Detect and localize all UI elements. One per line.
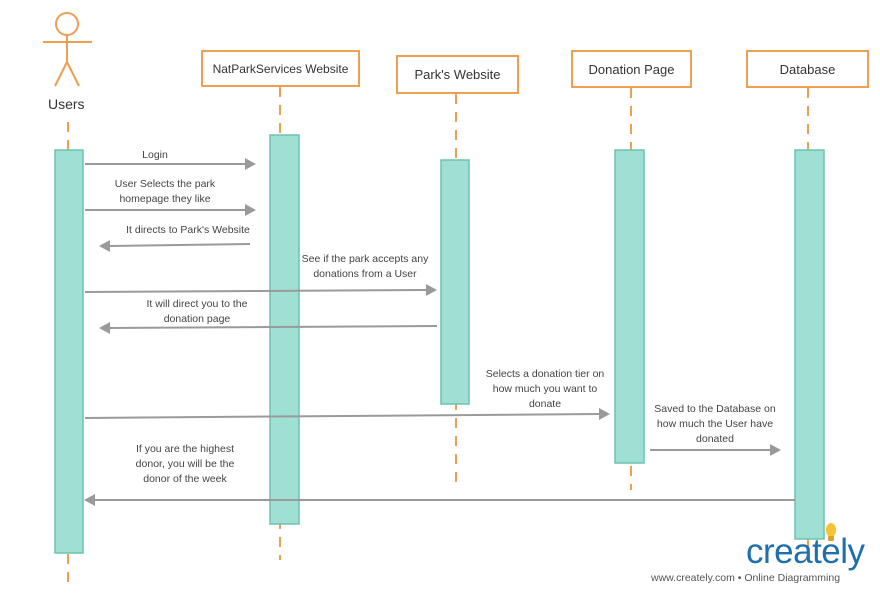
actor-label: Users	[48, 96, 85, 112]
creately-tagline: www.creately.com • Online Diagramming	[651, 572, 841, 584]
message-label-select-park: User Selects the park homepage they like	[114, 178, 216, 205]
participant-database: Database	[746, 50, 869, 88]
message-arrow-login	[85, 158, 256, 170]
message-label-login: Login	[142, 149, 168, 161]
actor-figure-icon	[43, 12, 92, 87]
participant-parks-website: Park's Website	[396, 55, 519, 94]
message-label-direct-donation-page: It will direct you to the donation page	[146, 298, 248, 325]
message-arrow-donor-of-week	[84, 494, 795, 506]
activation-database	[794, 149, 825, 540]
lightbulb-icon	[826, 523, 836, 541]
message-arrow-select-park	[85, 204, 256, 216]
participant-donation-page: Donation Page	[571, 50, 692, 88]
message-arrow-save-database	[650, 444, 781, 456]
activation-parks-website	[440, 159, 470, 405]
participant-natparkservices-website: NatParkServices Website	[201, 50, 360, 87]
message-label-select-tier: Selects a donation tier on how much you …	[485, 368, 605, 410]
message-label-accepts-donations: See if the park accepts any donations fr…	[301, 253, 429, 280]
message-arrow-directs-parks-website	[99, 240, 251, 252]
message-arrow-select-tier	[84, 408, 610, 420]
message-arrow-direct-donation-page	[99, 322, 438, 334]
activation-users	[54, 149, 84, 554]
message-arrow-accepts-donations	[84, 284, 437, 296]
message-label-donor-of-week: If you are the highest donor, you will b…	[135, 443, 235, 485]
activation-donation-page	[614, 149, 645, 464]
activation-natparkservices	[269, 134, 300, 525]
message-label-save-database: Saved to the Database on how much the Us…	[654, 403, 776, 445]
message-label-directs-parks-website: It directs to Park's Website	[126, 224, 250, 236]
creately-logo: creately	[746, 532, 865, 571]
